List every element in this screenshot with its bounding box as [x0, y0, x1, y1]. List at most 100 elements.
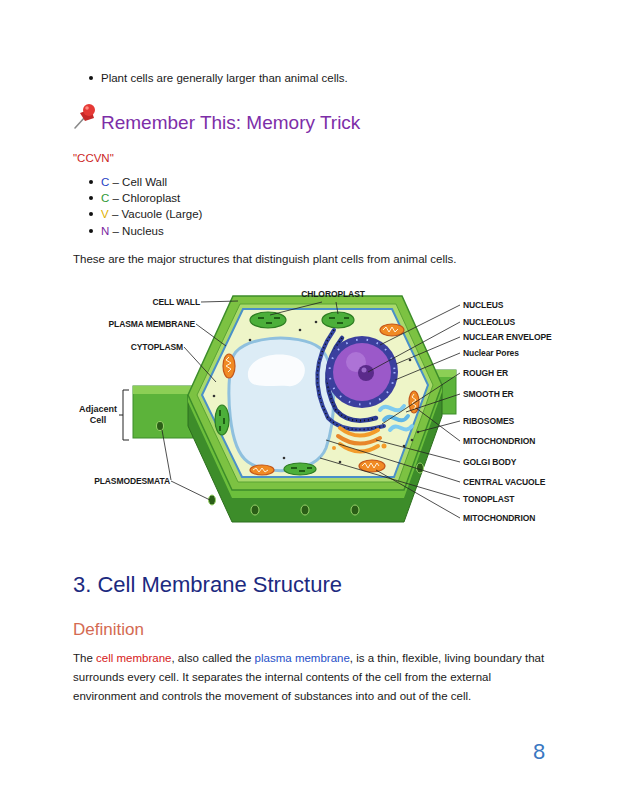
leader-line [395, 353, 460, 380]
central-vacuole [229, 338, 334, 471]
leader-line [336, 302, 338, 314]
cell-wall-inner [197, 304, 433, 482]
mitochondrion [380, 324, 404, 336]
leader-line [326, 440, 460, 482]
pin-shine [85, 106, 89, 110]
section-heading: Remember This: Memory Trick [101, 112, 360, 134]
paragraph: Thecell membrane, also called theplasma … [73, 649, 551, 706]
nuclear-pores [330, 340, 395, 405]
paragraph: These are the major structures that dist… [73, 252, 457, 266]
list-text: – Cell Wall [113, 176, 168, 188]
part-label: SMOOTH ER [463, 389, 514, 399]
part-label: TONOPLAST [463, 494, 514, 504]
vacuole-highlight [248, 355, 305, 387]
chapter-heading: 3. Cell Membrane Structure [73, 572, 342, 598]
mnemonic-letter: V [101, 208, 109, 220]
mnemonic-letter: C [101, 176, 109, 188]
leader-line [171, 481, 210, 500]
bullet-text: Plant cells are generally larger than an… [101, 72, 348, 84]
thylakoid [220, 410, 224, 431]
part-label: GOLGI BODY [463, 457, 516, 467]
part-label: CENTRAL VACUOLE [463, 477, 545, 487]
body-text: These are the major structures that dist… [73, 253, 457, 265]
er-tube [380, 406, 404, 410]
ribosome [213, 395, 216, 398]
ribosome [249, 339, 252, 342]
part-label: CHLOROPLAST [288, 289, 378, 299]
part-label: ROUGH ER [463, 368, 508, 378]
ribosome [409, 359, 412, 362]
leader-lines [162, 301, 460, 518]
adjacent-cell-top [436, 370, 456, 377]
er-tube [384, 416, 408, 420]
plasmodesma [351, 505, 359, 515]
plasmodesma [301, 505, 309, 515]
leader-line [201, 301, 238, 302]
leader-line [396, 337, 460, 364]
ribosome [299, 329, 302, 332]
part-label: PLASMA MEMBRANE [109, 319, 196, 329]
body-text: , also called the [171, 652, 251, 664]
key-term: plasma membrane [255, 652, 350, 664]
nuclear-envelope [326, 336, 398, 408]
part-label: MITOCHONDRION [463, 513, 535, 523]
leader-line [368, 322, 460, 372]
cristae [412, 394, 416, 409]
mnemonic-letter: C [101, 192, 109, 204]
part-label: ROUGH ER [463, 368, 508, 378]
plasmodesma [417, 463, 424, 473]
mitochondrion-body [380, 324, 404, 336]
golgi-vesicle [382, 444, 387, 449]
golgi-cisterna [338, 436, 380, 444]
leader-line [376, 440, 460, 462]
er-tube [390, 426, 412, 430]
list-item: N– Nucleus [101, 224, 164, 238]
body-text: The [73, 652, 93, 664]
mnemonic: "CCVN" [73, 152, 114, 164]
part-label: Nuclear Pores [463, 348, 519, 358]
part-label: TONOPLAST [463, 494, 514, 504]
part-label: NUCLEUS [463, 300, 503, 310]
chloroplast-body [215, 405, 229, 435]
mitochondrion [250, 465, 274, 475]
part-label: CELL WALL [152, 297, 200, 307]
cristae [383, 327, 398, 332]
pushpin-icon [75, 104, 95, 128]
list-item: C – Chloroplast [101, 191, 180, 205]
list-text: – Vacuole (Large) [112, 208, 203, 220]
pin-head [83, 104, 95, 116]
chapter-heading: 3. Cell Membrane Structure [73, 572, 342, 597]
plasmodesma [157, 422, 164, 431]
chloroplast [284, 463, 316, 475]
page-number: 8 [533, 739, 545, 765]
chloroplast [250, 312, 286, 328]
part-label: CENTRAL VACUOLE [463, 477, 545, 487]
nucleus-highlight [346, 352, 366, 372]
nucleus [326, 336, 398, 408]
pin-needle [75, 117, 85, 128]
part-label: NUCLEUS [463, 300, 503, 310]
mitochondrion-body [223, 354, 235, 378]
part-label: MITOCHONDRION [463, 436, 535, 446]
chloroplast-body [250, 312, 286, 328]
part-label: MITOCHONDRION [463, 436, 535, 446]
part-label: NUCLEOLUS [463, 317, 515, 327]
part-label: PLASMA MEMBRANE [109, 319, 196, 329]
part-label: Adjacent Cell [79, 404, 117, 425]
leader-line [406, 394, 460, 412]
leader-line [184, 347, 216, 382]
leader-line [416, 408, 460, 441]
cell-wall [188, 296, 442, 490]
chloroplast [322, 312, 354, 328]
golgi-body [332, 428, 387, 452]
chloroplast [215, 405, 229, 435]
bracket [119, 390, 129, 440]
ribosome [339, 461, 342, 464]
cristae [226, 357, 231, 372]
cristae [362, 463, 379, 468]
list-item: V– Vacuole (Large) [101, 207, 202, 221]
plasma-membrane [202, 309, 428, 477]
part-label: NUCLEAR ENVELOPE [463, 332, 552, 342]
leader-line [196, 324, 226, 346]
list-text: – Chloroplast [113, 192, 181, 204]
